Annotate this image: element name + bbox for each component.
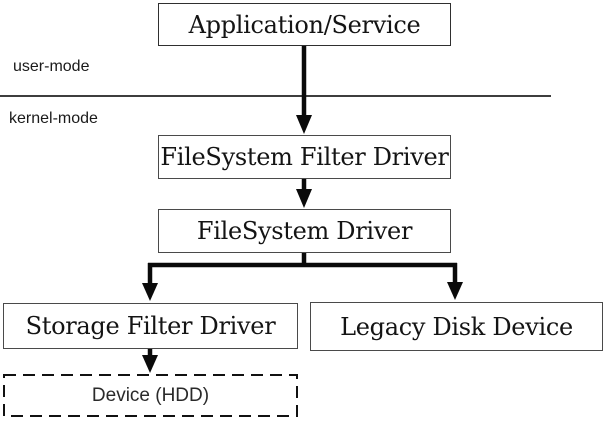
node-legacy-disk-device-label: Legacy Disk Device [340,312,573,341]
mode-divider-line [0,95,551,97]
node-device-hdd-label: Device (HDD) [91,384,210,406]
node-storage-filter-driver: Storage Filter Driver [3,303,298,349]
node-application-service: Application/Service [158,3,451,46]
arrow-application-to-fsfilter [296,46,312,134]
node-filesystem-filter-driver-label: FileSystem Filter Driver [160,143,449,171]
node-storage-filter-driver-label: Storage Filter Driver [25,312,276,340]
user-mode-label: user-mode [13,58,90,75]
arrow-storagefilter-to-device [142,349,158,373]
node-filesystem-filter-driver: FileSystem Filter Driver [158,135,451,179]
node-legacy-disk-device: Legacy Disk Device [310,302,603,351]
kernel-mode-label: kernel-mode [9,110,98,127]
node-filesystem-driver-label: FileSystem Driver [196,217,413,245]
node-device-hdd: Device (HDD) [3,374,298,417]
node-filesystem-driver: FileSystem Driver [158,209,451,253]
node-application-service-label: Application/Service [188,10,421,39]
arrow-fsdriver-branch [142,253,463,301]
arrow-fsfilter-to-fsdriver [296,179,312,208]
